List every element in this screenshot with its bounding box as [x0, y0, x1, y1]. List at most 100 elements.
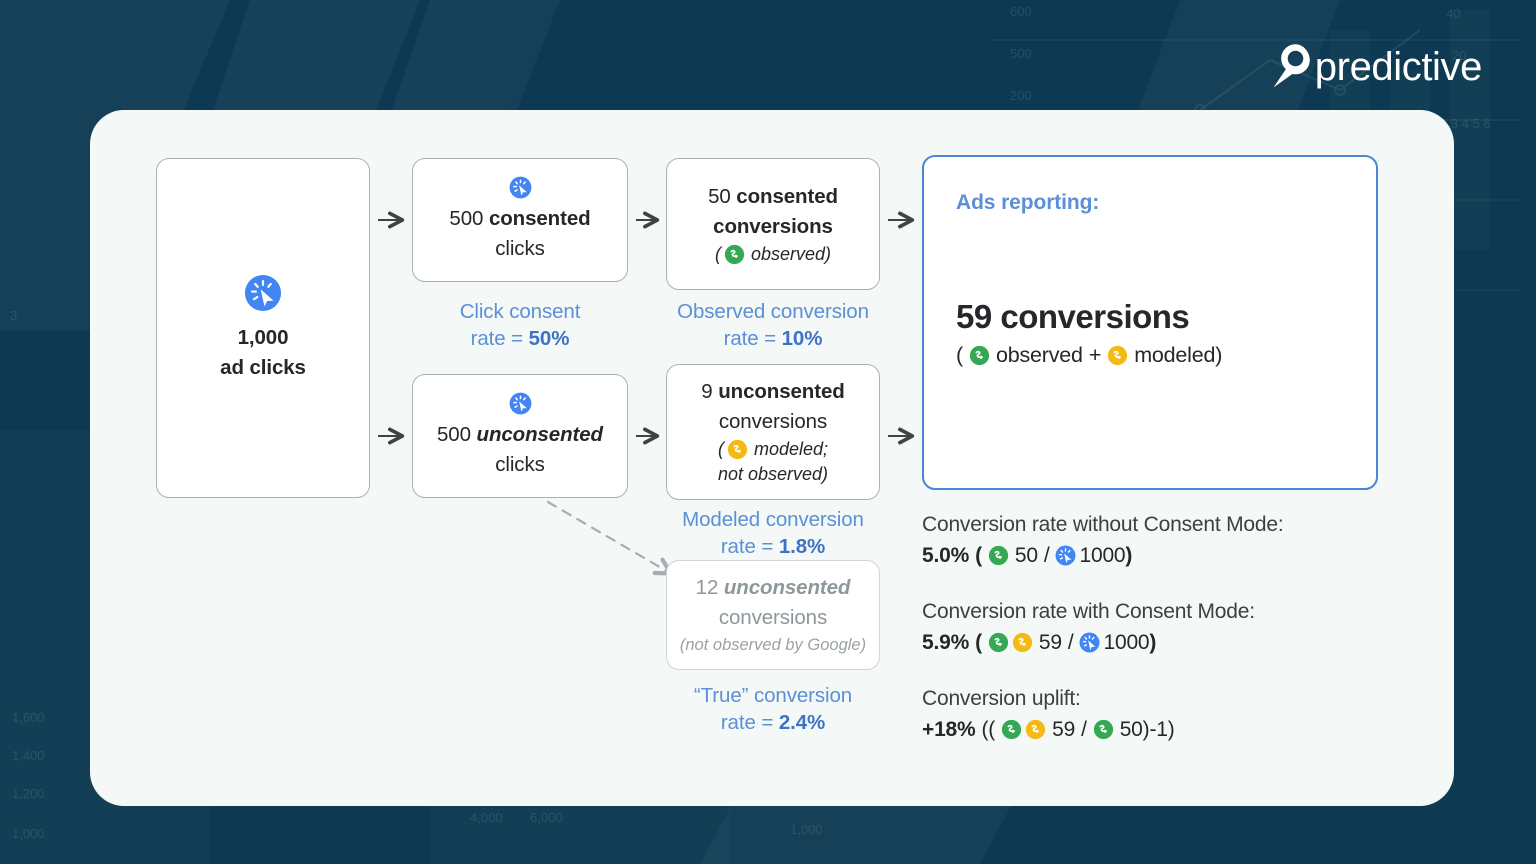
- unconsented-clicks-label: clicks: [495, 453, 545, 476]
- stat-value: 5.0%: [922, 544, 970, 567]
- svg-text:4,000: 4,000: [470, 810, 503, 825]
- stat-close-paren: ): [1125, 544, 1133, 567]
- label-modeled-conversion-rate: Modeled conversion rate = 1.8%: [650, 506, 896, 560]
- true-rate-line1: “True” conversion: [693, 684, 853, 707]
- box-unconsented-clicks: 500 unconsented clicks: [412, 374, 628, 498]
- svg-text:20: 20: [1452, 48, 1466, 63]
- true-conv-note: (not observed by Google): [679, 635, 867, 654]
- box-ad-clicks: 1,000 ad clicks: [156, 158, 370, 498]
- consented-clicks-emphasis: consented: [488, 207, 591, 230]
- unconsented-conv-note-open: (: [717, 439, 724, 459]
- consented-clicks-count: 500: [449, 207, 484, 230]
- stat-numerator: 59: [1038, 631, 1062, 654]
- unconsented-conv-label: conversions: [718, 410, 828, 433]
- box-true-unconsented-conversions: 12 unconsented conversions (not observed…: [666, 560, 880, 670]
- observed-rate-prefix: rate =: [723, 327, 782, 350]
- unconsented-conv-note-text2: not observed): [717, 464, 829, 484]
- predictive-p-logomark-icon: [1273, 44, 1310, 88]
- unconsented-clicks-count: 500: [437, 423, 471, 446]
- stat-row: Conversion rate without Consent Mode: 5.…: [922, 510, 1382, 571]
- ad-click-icon: [244, 274, 282, 311]
- ad-clicks-label: ad clicks: [220, 355, 306, 379]
- box-consented-clicks: 500 consented clicks: [412, 158, 628, 282]
- stat-label: Conversion rate with Consent Mode:: [922, 600, 1255, 623]
- stat-close-paren: ): [1149, 631, 1157, 654]
- svg-text:1,000: 1,000: [790, 822, 823, 837]
- ads-formula-open: (: [956, 343, 963, 367]
- svg-text:600: 600: [1010, 4, 1032, 19]
- observed-conversion-icon: [724, 244, 745, 264]
- svg-text:1,600: 1,600: [12, 710, 45, 725]
- stat-label: Conversion uplift:: [922, 687, 1081, 710]
- svg-text:2 3 4 5 6: 2 3 4 5 6: [1440, 116, 1491, 131]
- svg-text:40: 40: [1446, 6, 1460, 21]
- observed-conversion-icon: [988, 632, 1008, 653]
- ad-click-icon: [509, 392, 531, 415]
- svg-text:6,000: 6,000: [530, 810, 563, 825]
- stat-value: 5.9%: [922, 631, 970, 654]
- ads-formula-observed-word: observed: [995, 343, 1083, 367]
- consented-conv-note-text: observed): [750, 243, 832, 264]
- modeled-conversion-icon: [727, 439, 748, 460]
- ads-formula-modeled-word: modeled): [1134, 343, 1223, 367]
- diagram-card: 1,000 ad clicks 500 consented clicks: [90, 110, 1454, 806]
- observed-conversion-icon: [1001, 719, 1022, 740]
- ad-click-icon: [509, 176, 531, 199]
- true-conv-label: conversions: [718, 605, 828, 629]
- ad-click-icon: [1080, 632, 1100, 653]
- stat-numerator: 50: [1014, 544, 1038, 567]
- ad-click-icon: [1056, 545, 1076, 566]
- label-true-conversion-rate: “True” conversion rate = 2.4%: [650, 682, 896, 736]
- consented-conv-label: conversions: [713, 214, 833, 238]
- stat-slash: /: [1067, 631, 1074, 654]
- svg-text:500: 500: [1010, 46, 1032, 61]
- stat-open-paren: (: [975, 544, 982, 567]
- svg-text:3: 3: [10, 308, 17, 323]
- ads-reporting-headline: 59 conversions: [956, 298, 1190, 335]
- box-unconsented-conversions: 9 unconsented conversions ( modeled; not…: [666, 364, 880, 500]
- label-click-consent-rate: Click consent rate = 50%: [412, 298, 628, 352]
- stat-value-row: +18% (( 59 /: [922, 714, 1382, 745]
- stat-numerator: 59: [1052, 718, 1076, 741]
- svg-text:200: 200: [1010, 88, 1032, 103]
- stat-slash: /: [1043, 544, 1050, 567]
- stat-close-paren: )-1): [1142, 718, 1175, 741]
- stat-slash: /: [1081, 718, 1087, 741]
- true-rate-prefix: rate =: [720, 711, 779, 734]
- unconsented-clicks-emphasis: unconsented: [476, 423, 604, 446]
- stats-list: Conversion rate without Consent Mode: 5.…: [922, 510, 1382, 745]
- stat-row: Conversion rate with Consent Mode: 5.9% …: [922, 597, 1382, 658]
- observed-conversion-icon: [988, 545, 1008, 566]
- stat-row: Conversion uplift: +18% (( 59: [922, 684, 1382, 745]
- brand-logo: predictive: [1271, 42, 1486, 90]
- consented-clicks-label: clicks: [495, 237, 545, 260]
- unconsented-conv-count: 9: [701, 380, 713, 403]
- ads-reporting-panel: Ads reporting: 59 conversions ( observed…: [922, 155, 1378, 490]
- true-conv-emphasis: unconsented: [723, 575, 851, 599]
- click-consent-rate-prefix: rate =: [470, 327, 529, 350]
- modeled-conversion-icon: [1025, 719, 1046, 740]
- stat-denominator: 1000: [1079, 544, 1126, 567]
- observed-rate-line1: Observed conversion: [677, 300, 869, 323]
- true-conv-count: 12: [695, 575, 719, 599]
- ad-clicks-value: 1,000: [237, 325, 289, 349]
- modeled-rate-value: 1.8%: [778, 535, 826, 558]
- observed-conversion-icon: [969, 345, 990, 365]
- svg-text:1,000: 1,000: [12, 826, 45, 841]
- consented-conv-note-open: (: [714, 243, 721, 264]
- ads-formula-plus: +: [1088, 343, 1102, 367]
- click-consent-rate-value: 50%: [528, 327, 570, 350]
- stat-denominator: 50: [1119, 718, 1143, 741]
- consented-conv-count: 50: [708, 184, 731, 208]
- ads-reporting-title: Ads reporting:: [956, 191, 1100, 214]
- brand-wordmark: predictive: [1314, 45, 1483, 89]
- box-consented-conversions: 50 consented conversions ( observed): [666, 158, 880, 290]
- stat-value-row: 5.9% ( 59 /: [922, 627, 1382, 658]
- stat-label: Conversion rate without Consent Mode:: [922, 513, 1284, 536]
- stat-value: +18%: [922, 718, 976, 741]
- modeled-rate-line1: Modeled conversion: [682, 508, 864, 531]
- observed-conversion-icon: [1093, 719, 1113, 740]
- label-observed-conversion-rate: Observed conversion rate = 10%: [650, 298, 896, 352]
- unconsented-conv-emphasis: unconsented: [718, 380, 845, 403]
- stat-open-paren: (: [975, 631, 982, 654]
